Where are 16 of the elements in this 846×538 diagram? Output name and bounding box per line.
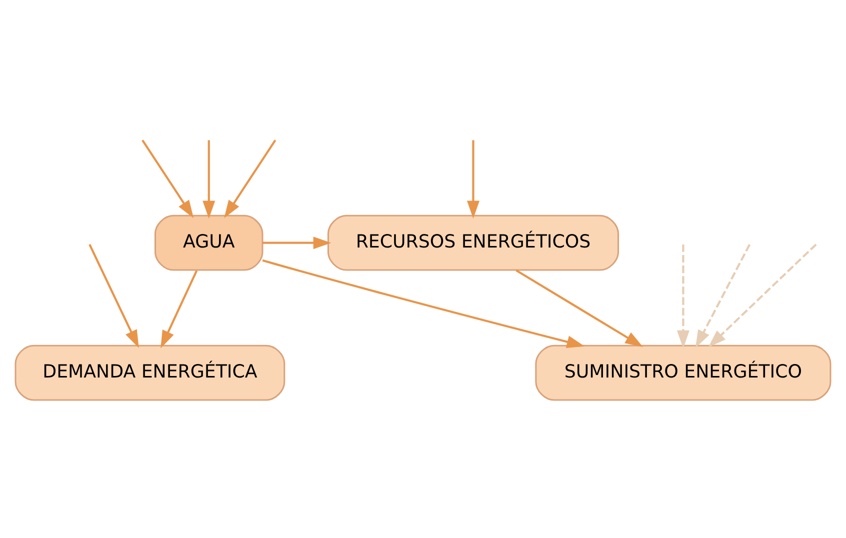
arrow <box>202 140 216 218</box>
node-box: DEMANDA ENERGÉTICA <box>14 344 286 400</box>
arrow <box>695 243 751 348</box>
arrow <box>88 244 139 348</box>
node-box: RECURSOS ENERGÉTICOS <box>327 214 619 270</box>
arrow <box>516 268 643 346</box>
arrow <box>262 236 332 249</box>
arrow <box>676 244 690 348</box>
arrow <box>262 258 585 348</box>
arrow <box>466 140 480 218</box>
arrow <box>708 243 817 347</box>
node-box: AGUA <box>154 214 264 270</box>
arrow <box>224 139 276 218</box>
arrow <box>160 270 198 348</box>
node-box: SUMINISTRO ENERGÉTICO <box>535 344 832 400</box>
arrow <box>142 139 194 218</box>
